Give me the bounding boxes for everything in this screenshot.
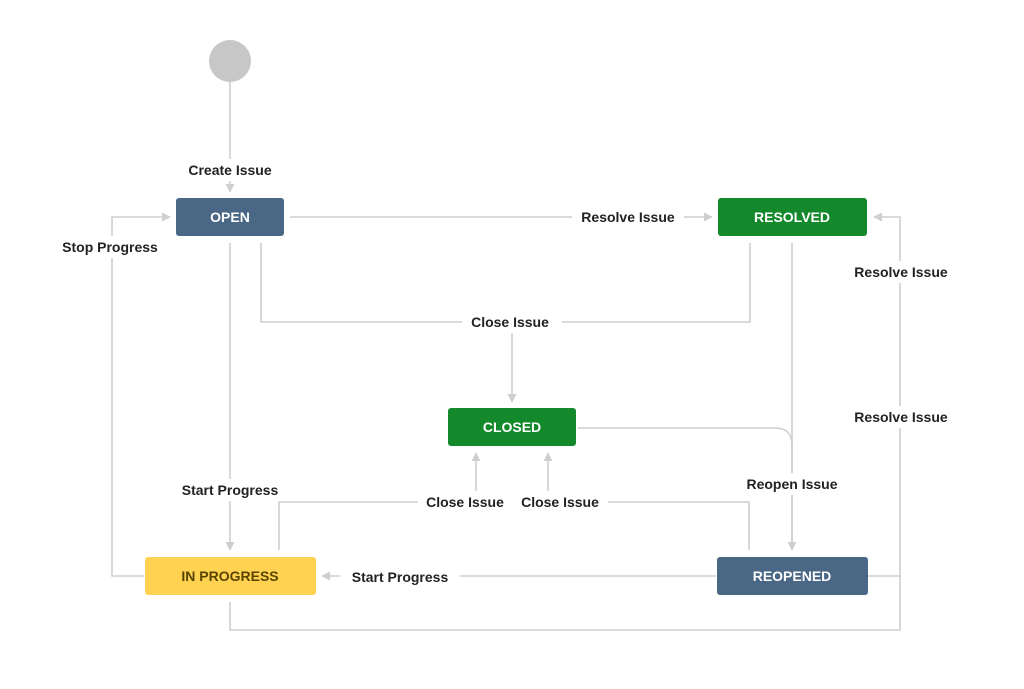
status-resolved[interactable]: RESOLVED xyxy=(718,198,867,236)
status-closed-label: CLOSED xyxy=(483,419,541,435)
edge-close-issue-reopened xyxy=(543,452,750,550)
status-in-progress[interactable]: IN PROGRESS xyxy=(145,557,316,595)
edge-close-issue-inprogress xyxy=(278,452,481,550)
status-open[interactable]: OPEN xyxy=(176,198,284,236)
status-resolved-label: RESOLVED xyxy=(754,209,830,225)
status-open-label: OPEN xyxy=(210,209,250,225)
label-stop-progress: Stop Progress xyxy=(62,239,158,255)
label-reopen-issue: Reopen Issue xyxy=(746,476,837,492)
label-start-progress-open: Start Progress xyxy=(182,482,279,498)
edge-stop-progress xyxy=(111,212,171,577)
status-closed[interactable]: CLOSED xyxy=(448,408,576,446)
label-close-issue-top: Close Issue xyxy=(471,314,549,330)
status-reopened[interactable]: REOPENED xyxy=(717,557,868,595)
label-start-progress-reopened: Start Progress xyxy=(352,569,449,585)
status-in-progress-label: IN PROGRESS xyxy=(181,568,278,584)
status-reopened-label: REOPENED xyxy=(753,568,832,584)
label-close-issue-inprogress: Close Issue xyxy=(426,494,504,510)
edge-resolve-reopened xyxy=(868,212,901,577)
label-close-issue-reopened: Close Issue xyxy=(521,494,599,510)
edge-labels: Create Issue Resolve Issue Stop Progress… xyxy=(54,159,958,587)
label-resolve-issue-lower: Resolve Issue xyxy=(854,409,948,425)
label-resolve-issue-upper: Resolve Issue xyxy=(854,264,948,280)
edge-resolve-inprogress xyxy=(229,576,901,631)
label-create-issue: Create Issue xyxy=(188,162,271,178)
edge-close-issue-open xyxy=(260,243,751,323)
label-open-resolve: Resolve Issue xyxy=(581,209,675,225)
start-node xyxy=(209,40,251,82)
